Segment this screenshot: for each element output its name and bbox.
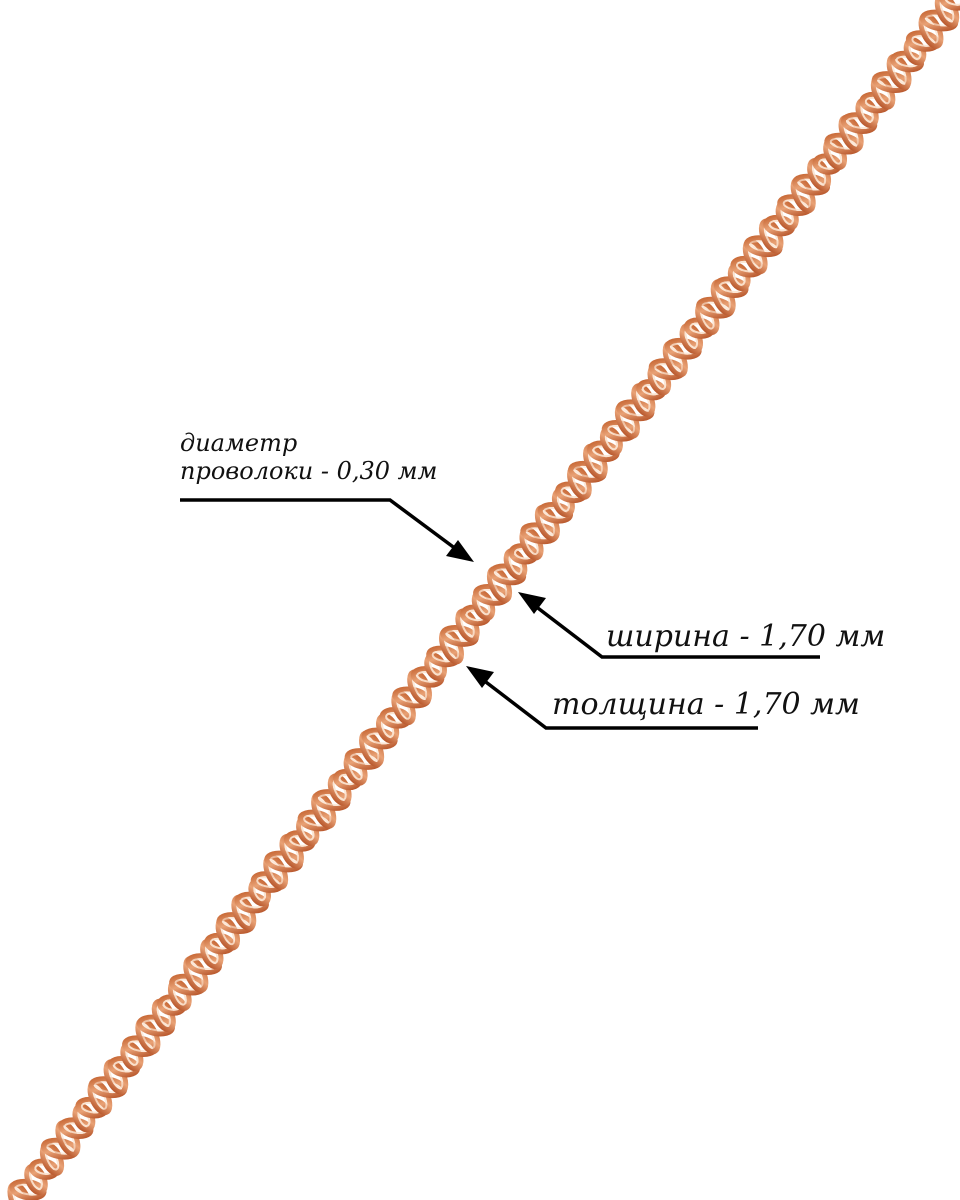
wire-diameter-line-2: проволоки - 0,30 мм [180,456,438,485]
chain-link-highlight [944,0,960,6]
arrowhead-icon [446,540,474,562]
wire-diameter-label: диаметр проволоки - 0,30 мм [180,429,438,485]
leader-lines [180,498,820,730]
chain-link [939,0,960,11]
width-label: ширина - 1,70 мм [606,619,886,654]
wire-diameter-line-1: диаметр [180,429,298,457]
thickness-label: толщина - 1,70 мм [552,687,860,722]
leader-thickness [476,674,758,730]
leader-width [528,600,820,659]
singapore-chain-icon [7,0,960,1200]
arrowhead-icon [518,592,546,614]
arrowhead-icon [466,666,494,688]
leader-wire-diameter [180,498,462,554]
